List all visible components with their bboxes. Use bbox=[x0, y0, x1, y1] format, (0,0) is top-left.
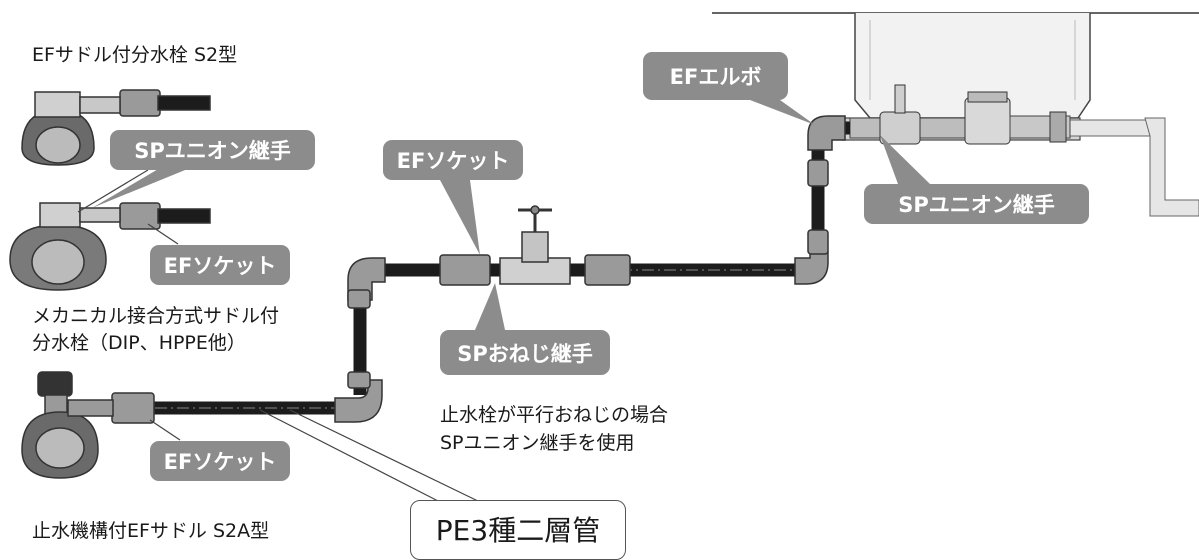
callout-ef-socket-mid-left: EFソケット bbox=[150, 245, 290, 285]
note-line1: 止水栓が平行おねじの場合 bbox=[440, 404, 669, 426]
callout-ef-socket-bottom-left: EFソケット bbox=[150, 441, 290, 481]
label-mechanical-line2: 分水栓（DIP、HPPE他） bbox=[32, 332, 246, 354]
label-mechanical-line1: メカニカル接合方式サドル付 bbox=[32, 305, 280, 327]
saddle-mechanical bbox=[9, 202, 211, 291]
leader-lines bbox=[77, 169, 481, 503]
saddle-s2a bbox=[21, 371, 114, 479]
label-saddle-s2: EFサドル付分水栓 S2型 bbox=[32, 44, 238, 66]
callout-sp-union-right: SPユニオン継手 bbox=[864, 184, 1089, 224]
callout-ef-socket-center: EFソケット bbox=[383, 140, 523, 180]
label-stop-saddle-s2a: 止水機構付EFサドル S2A型 bbox=[32, 520, 270, 542]
pipe-centerlines bbox=[155, 269, 795, 409]
outlet-pipe bbox=[1069, 117, 1199, 217]
callout-ef-elbow: EFエルボ bbox=[643, 52, 788, 100]
callout-tails bbox=[92, 100, 930, 330]
callout-sp-male-thread: SPおねじ継手 bbox=[440, 330, 610, 375]
saddle-s2 bbox=[21, 91, 211, 166]
callout-sp-union-left: SPユニオン継手 bbox=[110, 130, 315, 170]
pipe-type-label: PE3種二層管 bbox=[410, 500, 626, 560]
note-line2: SPユニオン継手を使用 bbox=[440, 432, 635, 454]
water-meter-assembly bbox=[849, 84, 1071, 145]
gate-valve bbox=[499, 205, 571, 285]
